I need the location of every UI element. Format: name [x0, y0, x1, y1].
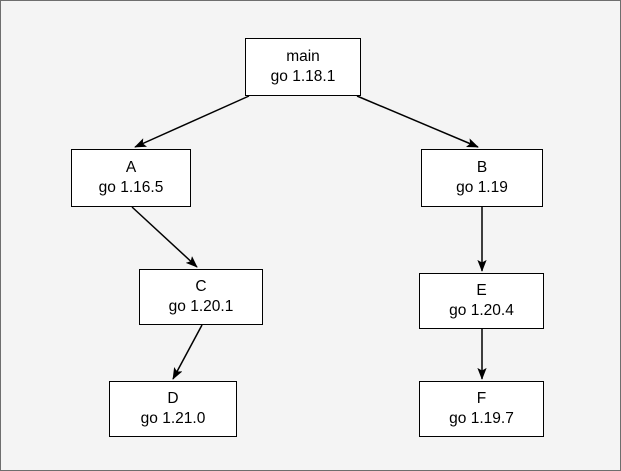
node-version-label: go 1.20.1 [168, 298, 234, 315]
edge-a-to-c [131, 206, 198, 268]
dependency-edges [131, 95, 487, 380]
node-main[interactable]: main go 1.18.1 [245, 38, 361, 96]
edge-main-to-b [356, 95, 479, 148]
node-label: E [476, 281, 487, 299]
node-version-label: go 1.19.7 [449, 410, 514, 427]
edge-c-to-d [172, 324, 203, 380]
node-label: main [286, 47, 320, 65]
node-label: D [167, 389, 179, 407]
node-version-label: go 1.19 [456, 179, 508, 196]
node-version-label: go 1.20.4 [449, 302, 514, 319]
node-version-label: go 1.18.1 [270, 68, 336, 85]
edge-main-to-a [134, 95, 250, 148]
node-label: B [476, 158, 488, 176]
node-version-label: go 1.16.5 [98, 179, 164, 196]
node-label: F [476, 389, 487, 407]
node-label: A [125, 158, 137, 176]
node-label: C [195, 277, 207, 295]
node-version-label: go 1.21.0 [140, 410, 206, 427]
